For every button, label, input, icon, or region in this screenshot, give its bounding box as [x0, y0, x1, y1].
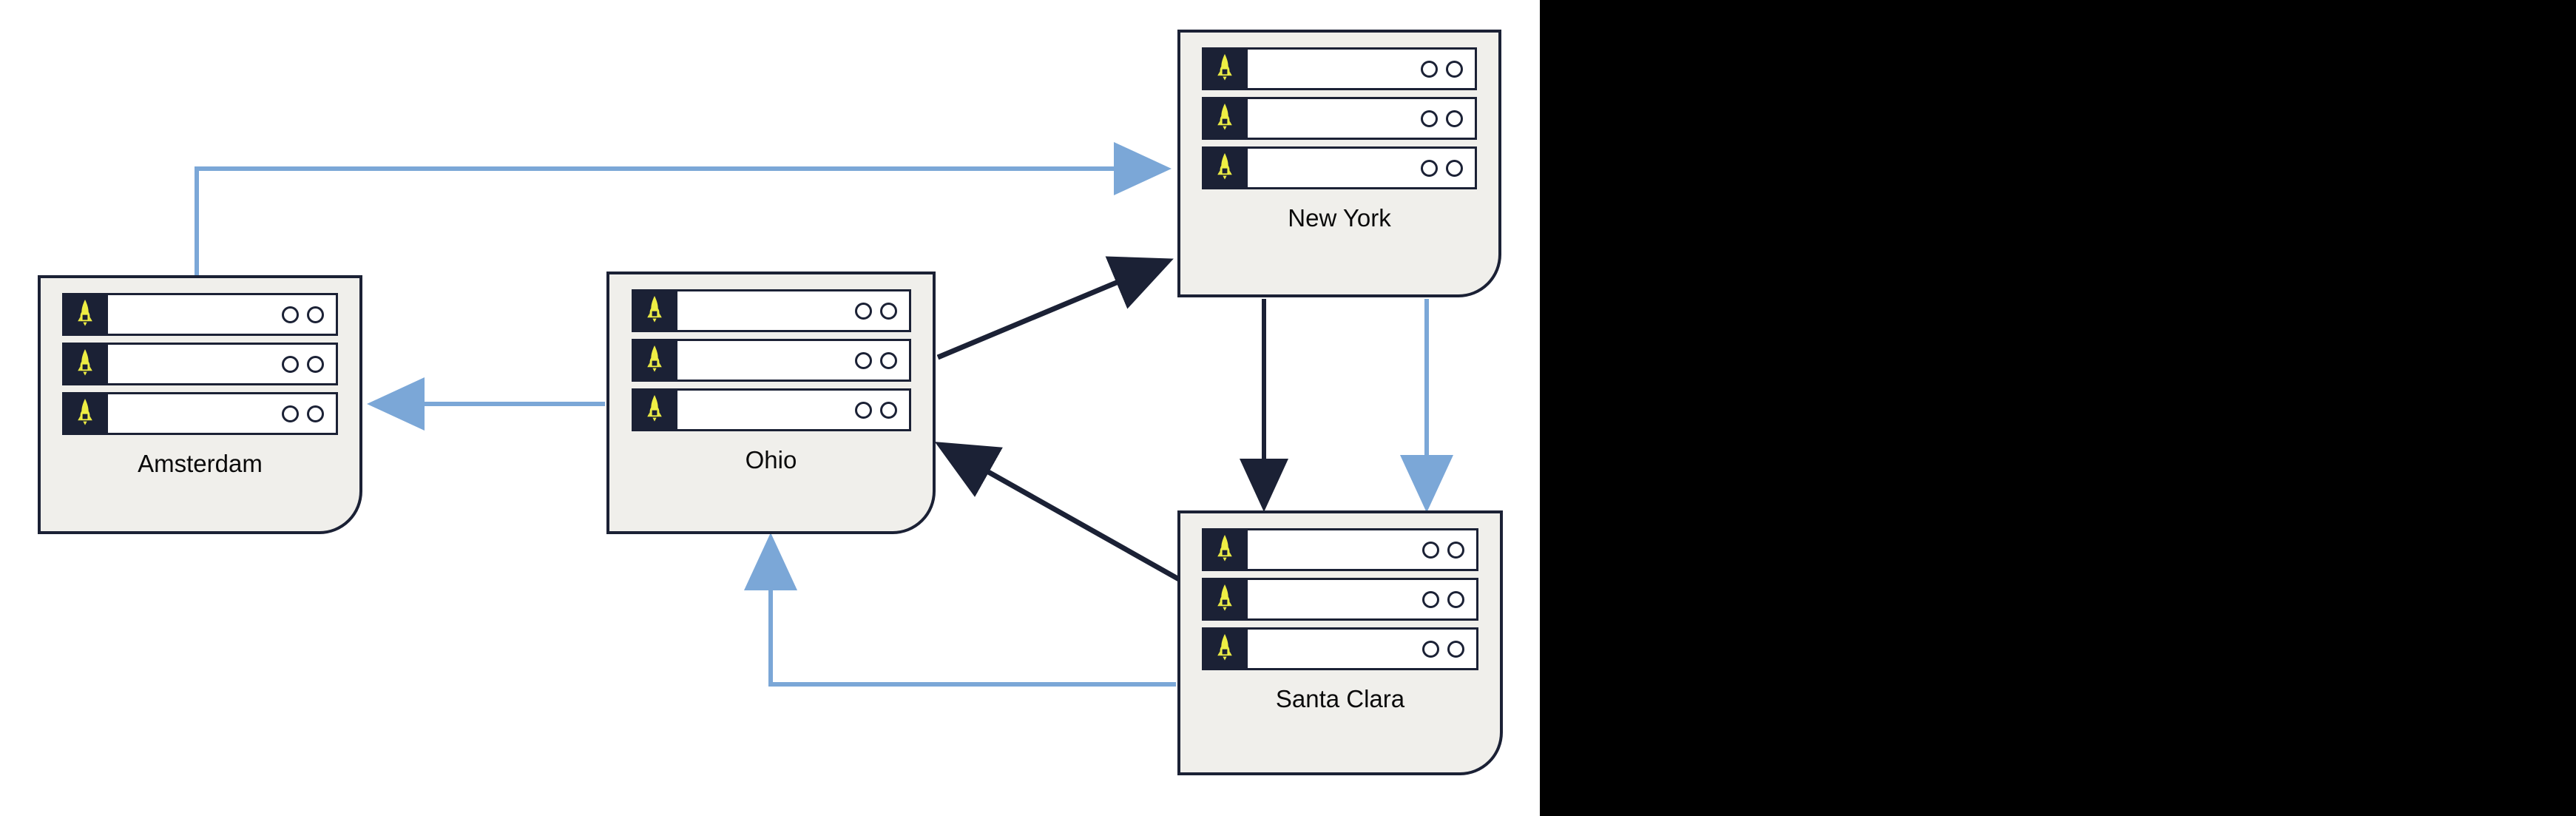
status-led-icon — [879, 351, 897, 369]
datacenter-node-new-york[interactable]: New York — [1177, 30, 1501, 297]
status-led-icon — [1421, 159, 1438, 177]
server-slot-body — [1248, 47, 1477, 90]
datacenter-node-amsterdam[interactable]: Amsterdam — [38, 275, 362, 534]
status-led-icon — [854, 401, 872, 419]
server-slot[interactable] — [62, 392, 338, 435]
rocket-icon — [1202, 627, 1248, 670]
server-slot-body — [1248, 146, 1477, 189]
connector-ohio-to-new-york — [936, 256, 1174, 360]
server-slot-body — [677, 388, 911, 431]
status-led-icon — [307, 306, 324, 323]
server-slot-body — [108, 392, 338, 435]
status-led-icon — [1447, 640, 1464, 658]
rocket-icon — [1202, 528, 1248, 571]
server-slot-body — [1248, 578, 1478, 621]
server-slot[interactable] — [1202, 627, 1478, 670]
rocket-icon — [1202, 146, 1248, 189]
server-slot[interactable] — [1202, 97, 1477, 140]
datacenter-node-santa-clara[interactable]: Santa Clara — [1177, 510, 1503, 775]
connector-santa-clara-to-ohio-blue — [744, 533, 1176, 687]
status-led-icon — [879, 302, 897, 320]
server-slot[interactable] — [631, 339, 911, 382]
status-led-icon — [1446, 159, 1463, 177]
rocket-icon — [62, 392, 108, 435]
server-slot-body — [1248, 97, 1477, 140]
server-slot[interactable] — [1202, 578, 1478, 621]
server-slot[interactable] — [1202, 47, 1477, 90]
server-slot[interactable] — [62, 343, 338, 385]
status-led-icon — [1446, 60, 1463, 78]
status-led-icon — [307, 355, 324, 373]
status-led-icon — [1421, 109, 1438, 127]
server-slot-body — [677, 289, 911, 332]
rocket-icon — [1202, 47, 1248, 90]
server-slot-body — [108, 293, 338, 336]
connector-santa-clara-to-ohio-black — [934, 442, 1180, 582]
server-slot-body — [1248, 627, 1478, 670]
status-led-icon — [1447, 541, 1464, 559]
server-slot[interactable] — [62, 293, 338, 336]
node-label: Santa Clara — [1275, 685, 1405, 712]
node-label: Amsterdam — [138, 450, 263, 477]
rocket-icon — [631, 388, 677, 431]
rocket-icon — [1202, 97, 1248, 140]
server-slot[interactable] — [631, 289, 911, 332]
server-slot[interactable] — [631, 388, 911, 431]
rocket-icon — [631, 289, 677, 332]
status-led-icon — [879, 401, 897, 419]
node-label: New York — [1288, 204, 1391, 232]
status-led-icon — [1446, 109, 1463, 127]
black-panel-region — [1540, 0, 2576, 816]
server-slot[interactable] — [1202, 528, 1478, 571]
status-led-icon — [307, 405, 324, 422]
status-led-icon — [854, 302, 872, 320]
rocket-icon — [62, 293, 108, 336]
status-led-icon — [282, 355, 299, 373]
server-slot-body — [1248, 528, 1478, 571]
rocket-icon — [1202, 578, 1248, 621]
status-led-icon — [1421, 60, 1438, 78]
connector-amsterdam-to-new-york — [195, 142, 1172, 275]
status-led-icon — [282, 405, 299, 422]
rocket-icon — [62, 343, 108, 385]
datacenter-node-ohio[interactable]: Ohio — [606, 272, 936, 534]
status-led-icon — [1422, 640, 1439, 658]
server-slot-body — [108, 343, 338, 385]
status-led-icon — [1422, 590, 1439, 608]
status-led-icon — [282, 306, 299, 323]
node-label: Ohio — [745, 446, 797, 473]
status-led-icon — [854, 351, 872, 369]
server-slot-body — [677, 339, 911, 382]
status-led-icon — [1422, 541, 1439, 559]
rocket-icon — [631, 339, 677, 382]
status-led-icon — [1447, 590, 1464, 608]
server-slot[interactable] — [1202, 146, 1477, 189]
